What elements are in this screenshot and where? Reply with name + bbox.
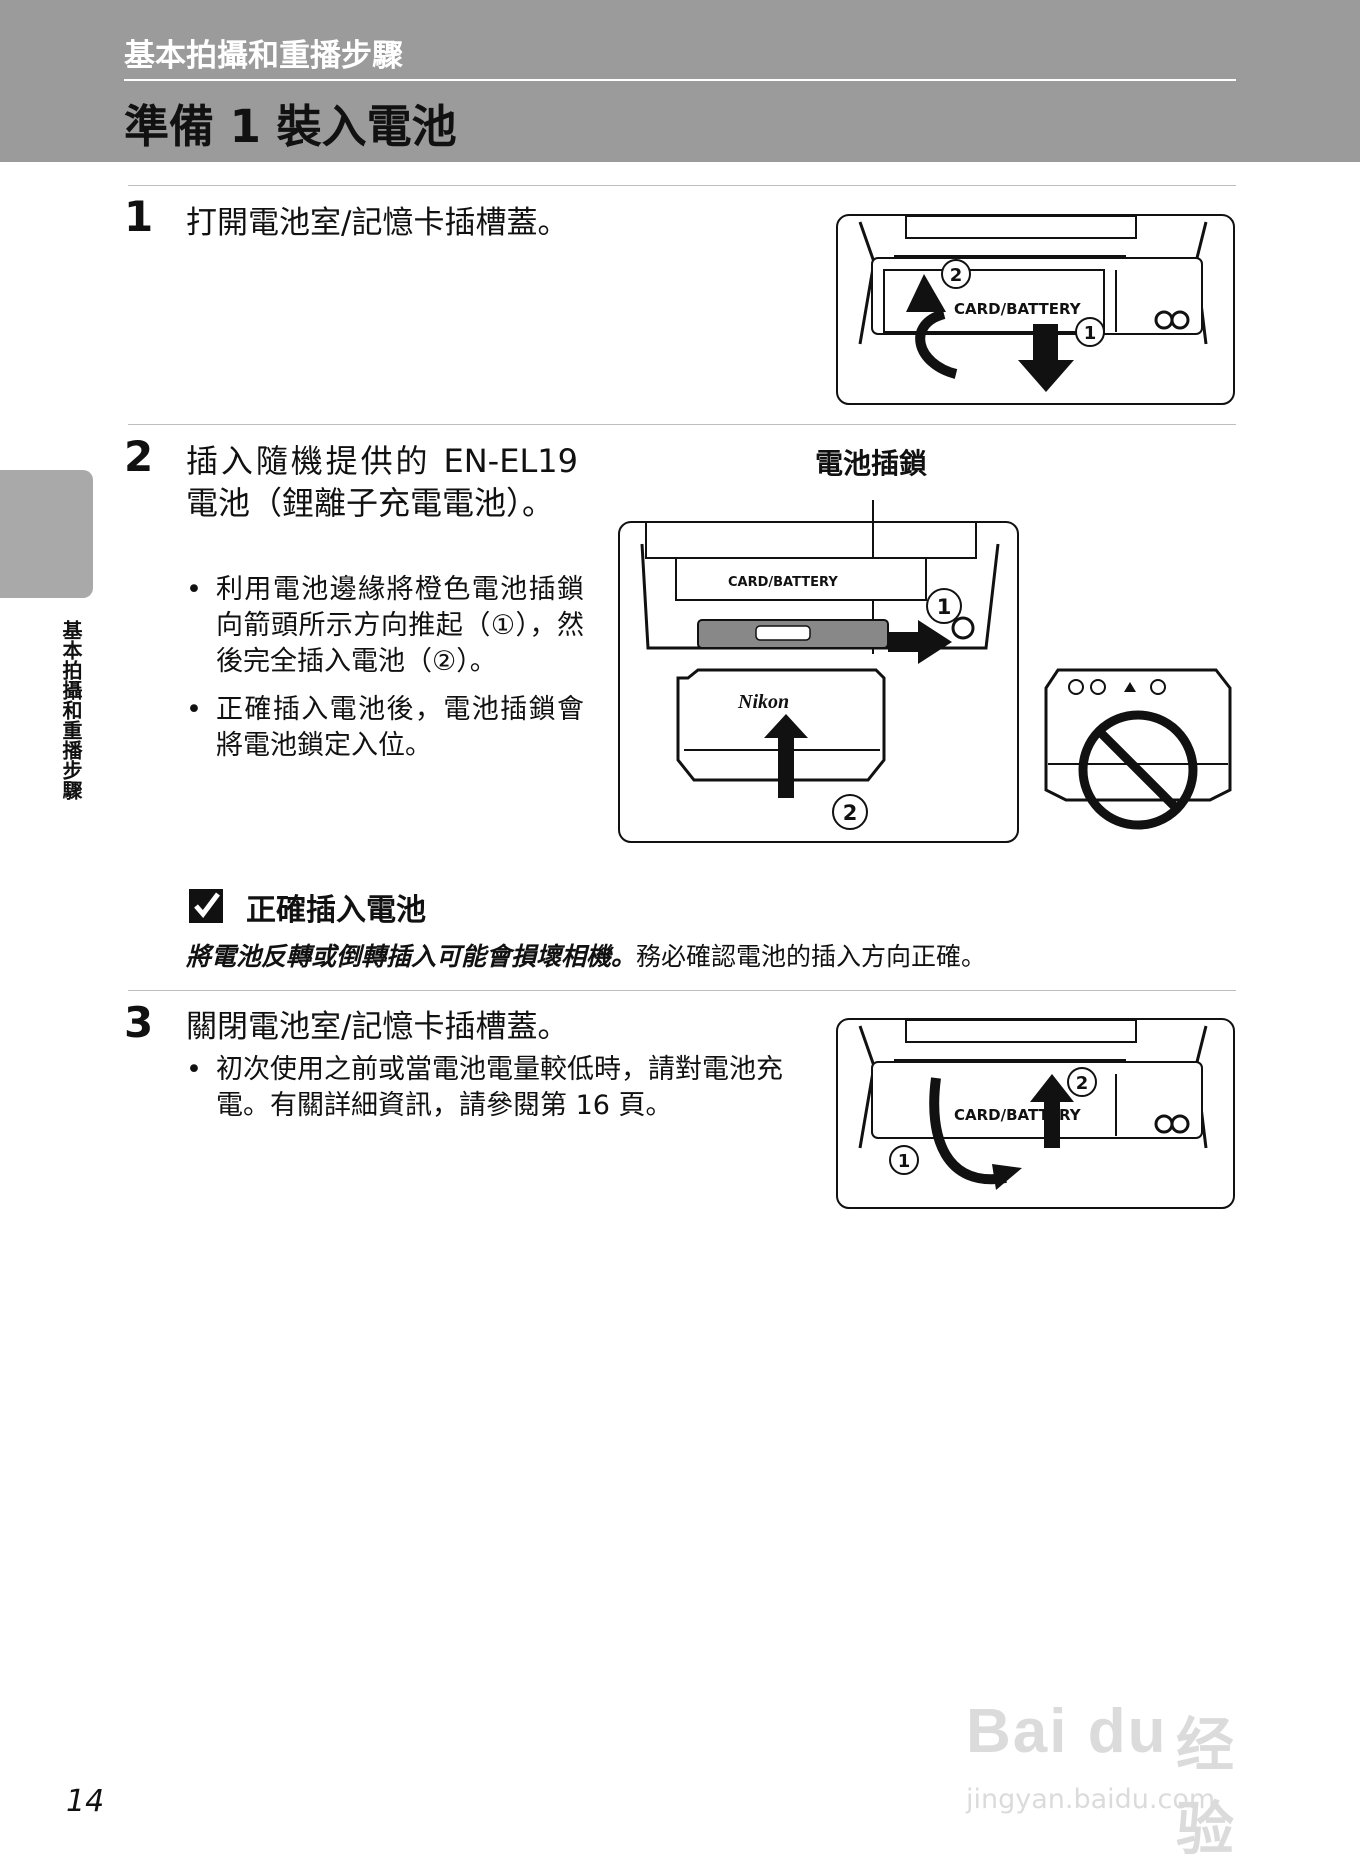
figure-open-cover: CARD/BATTERY 2 1: [836, 214, 1236, 406]
step-3-bullets: 初次使用之前或當電池電量較低時，請對電池充電。有關詳細資訊，請參閱第 16 頁。: [186, 1052, 796, 1136]
step-3-number: 3: [124, 998, 154, 1047]
list-item: 初次使用之前或當電池電量較低時，請對電池充電。有關詳細資訊，請參閱第 16 頁。: [186, 1052, 796, 1124]
header-rule: [124, 79, 1236, 81]
step-2-number: 2: [124, 432, 154, 481]
step-2-text: 插入隨機提供的 EN-EL19 電池（鋰離子充電電池）。: [186, 442, 578, 522]
note-text: 務必確認電池的插入方向正確。: [636, 942, 987, 971]
marker-1: 1: [1084, 323, 1097, 344]
nikon-logo: Nikon: [737, 691, 789, 713]
step-3-text: 關閉電池室/記憶卡插槽蓋。: [186, 1009, 569, 1045]
divider: [128, 424, 1236, 425]
marker-2: 2: [950, 265, 963, 286]
watermark-logo: Bai du: [966, 1697, 1168, 1766]
figure-insert-battery: CARD/BATTERY 1 Nikon 2: [618, 488, 1020, 844]
checkmark-icon: [189, 889, 223, 923]
page-title: 準備 1 裝入電池: [124, 100, 457, 153]
watermark-cn: 经验: [1176, 1711, 1235, 1863]
divider: [128, 990, 1236, 991]
step-1-number: 1: [124, 192, 154, 241]
list-item: 正確插入電池後，電池插鎖會將電池鎖定入位。: [186, 692, 584, 764]
note-body: 將電池反轉或倒轉插入可能會損壞相機。務必確認電池的插入方向正確。: [186, 937, 986, 973]
card-battery-label: CARD/BATTERY: [954, 300, 1082, 318]
figure-wrong-orientation: [1040, 660, 1236, 842]
marker-2: 2: [1076, 1073, 1089, 1094]
marker-1: 1: [898, 1151, 911, 1172]
marker-1: 1: [937, 595, 952, 619]
note-title: 正確插入電池: [246, 893, 426, 928]
divider: [128, 185, 1236, 186]
page-header: 基本拍攝和重播步驟 準備 1 裝入電池: [0, 0, 1360, 162]
card-battery-label: CARD/BATTERY: [728, 575, 838, 590]
card-battery-label: CARD/BATTERY: [954, 1106, 1082, 1124]
side-tab: [0, 470, 93, 598]
list-item: 利用電池邊緣將橙色電池插鎖向箭頭所示方向推起（①），然後完全插入電池（②）。: [186, 572, 584, 680]
side-tab-label: 基本拍攝和重播步驟: [59, 620, 83, 800]
latch-label: 電池插鎖: [815, 447, 928, 480]
watermark-url: jingyan.baidu.com: [966, 1784, 1216, 1815]
section-title: 基本拍攝和重播步驟: [124, 38, 403, 74]
page-number: 14: [66, 1784, 105, 1819]
figure-close-cover: CARD/BATTERY 2 1: [836, 1018, 1236, 1210]
step-1-text: 打開電池室/記憶卡插槽蓋。: [186, 205, 569, 241]
note-warning: 將電池反轉或倒轉插入可能會損壞相機。: [186, 942, 637, 971]
watermark: Bai du 经验 jingyan.baidu.com: [966, 1654, 1286, 1863]
step-2-bullets: 利用電池邊緣將橙色電池插鎖向箭頭所示方向推起（①），然後完全插入電池（②）。 正…: [186, 572, 584, 776]
marker-2: 2: [843, 801, 858, 825]
